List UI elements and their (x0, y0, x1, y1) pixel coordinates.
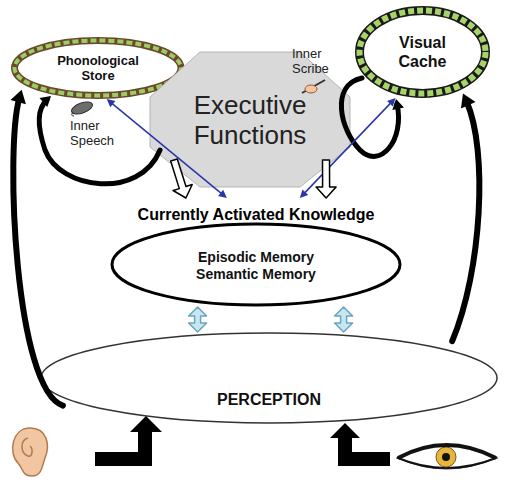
visual-cache: Visual Cache (355, 6, 490, 98)
arrowhead (387, 98, 395, 107)
vision-arrow (330, 423, 390, 466)
memory-outline (112, 224, 400, 305)
executive-label: Executive Functions (165, 90, 335, 150)
phonological-store: Phonological Store (11, 37, 185, 99)
loop-arrowhead (40, 96, 52, 107)
memory-label: Semantic Memory (196, 266, 316, 283)
arrowhead (300, 189, 308, 198)
label-box: Inner Scribe (292, 46, 338, 76)
ring-base (360, 11, 486, 94)
eye-lid (398, 445, 496, 458)
connector (10, 90, 62, 406)
text-stack: Executive Functions (165, 90, 335, 150)
store-label: Phonological Store (43, 53, 153, 83)
arrowhead (461, 93, 476, 108)
heading-row: Currently Activated Knowledge (110, 198, 402, 224)
cache-label: Visual Cache (388, 33, 458, 71)
memory-ellipse: Currently Activated KnowledgeEpisodic Me… (110, 198, 402, 307)
arrowhead (218, 190, 227, 198)
eye-iris (436, 447, 456, 467)
ear-icon (22, 438, 32, 456)
node-outline (355, 6, 490, 98)
connector (452, 93, 479, 341)
text-stack: Phonological Store (43, 53, 153, 83)
perception-label: PERCEPTION (217, 390, 321, 409)
ear-icon (13, 428, 48, 476)
mouth-icon (70, 100, 94, 117)
perception-ellipse: PERCEPTION (40, 332, 498, 424)
node-outline (40, 332, 498, 424)
ring-base (15, 41, 182, 96)
block-arrow (335, 307, 353, 332)
memory-label: Episodic Memory (198, 249, 314, 266)
sweep-arrow (13, 98, 63, 405)
eye-pupil (442, 453, 450, 461)
eye-icon (398, 445, 496, 468)
loop-label: Inner Speech (70, 118, 122, 148)
hearing-arrow (95, 416, 162, 466)
loop-label: Inner Scribe (292, 46, 338, 76)
text-stack: Visual Cache (388, 33, 458, 71)
block-arrow (189, 307, 207, 332)
connector (335, 307, 353, 332)
sweep-arrow (452, 102, 479, 341)
inner-speech-loop (39, 100, 160, 184)
ring-dashes (360, 11, 486, 94)
perception-outline (41, 333, 497, 423)
arrowhead (107, 99, 116, 107)
text-stack: PERCEPTION (217, 390, 321, 409)
knowledge-heading: Currently Activated Knowledge (138, 205, 375, 224)
memory-body: Episodic MemorySemantic Memory (110, 224, 402, 307)
hand-icon (305, 85, 317, 93)
connector (189, 307, 207, 332)
arrowhead (10, 90, 25, 105)
label-box: Inner Speech (70, 118, 122, 148)
mouth-icon (72, 112, 74, 116)
ring-dashes (15, 41, 182, 96)
